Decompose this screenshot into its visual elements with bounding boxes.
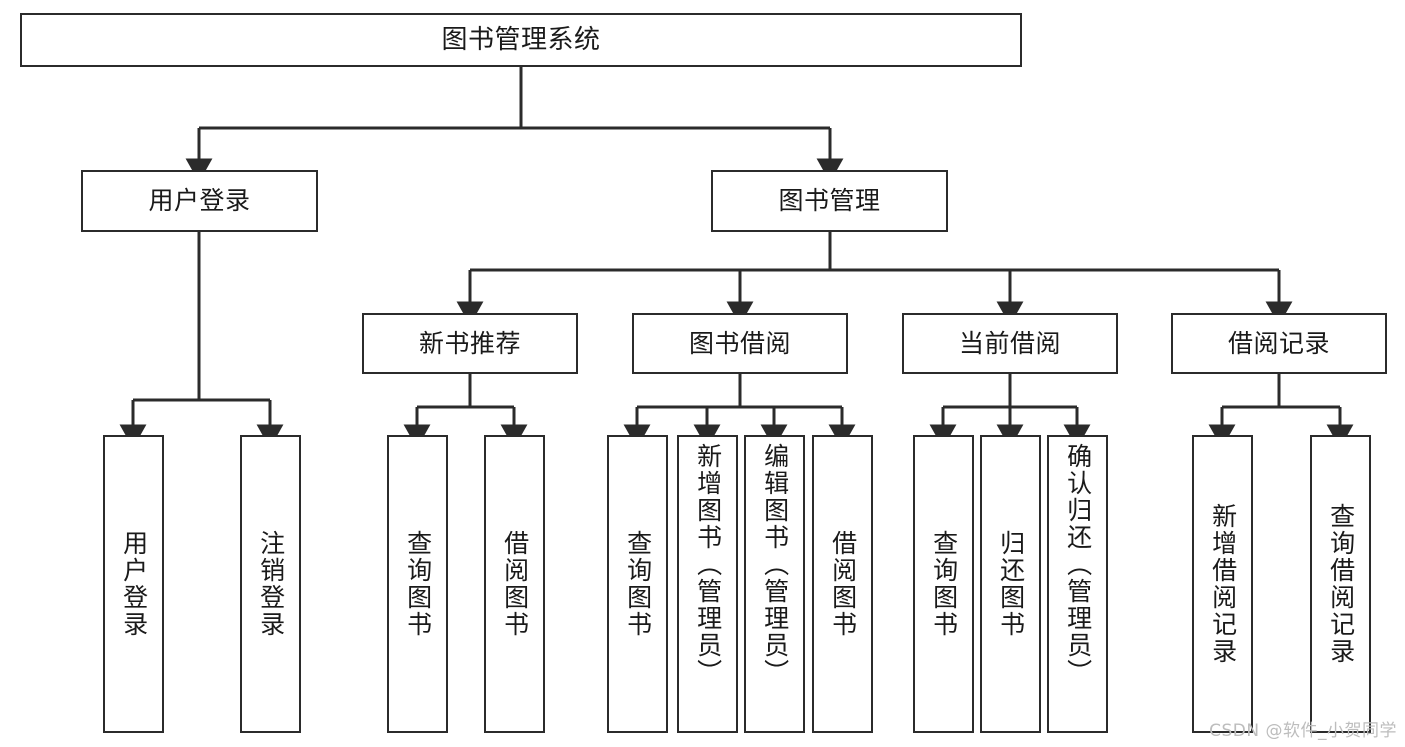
node-label: 借阅记录 xyxy=(1227,328,1330,358)
node-label: 查询图书 xyxy=(929,530,959,638)
leaf-query-book-current[interactable]: 查询图书 xyxy=(913,435,974,733)
node-book-management[interactable]: 图书管理 xyxy=(711,170,948,232)
node-label: 查询图书 xyxy=(403,530,433,638)
node-label: 用户登录 xyxy=(119,530,149,638)
node-label: 新增借阅记录 xyxy=(1208,503,1238,665)
leaf-borrow-book-recommendation[interactable]: 借阅图书 xyxy=(484,435,545,733)
node-label: 新书推荐 xyxy=(418,328,521,358)
leaf-add-book-admin[interactable]: 新增图书（管理员） xyxy=(677,435,738,733)
leaf-logout[interactable]: 注销登录 xyxy=(240,435,301,733)
node-label: 图书管理系统 xyxy=(441,24,601,55)
node-borrowing-record[interactable]: 借阅记录 xyxy=(1171,313,1387,374)
node-label: 新增图书（管理员） xyxy=(693,443,723,686)
node-label: 查询图书 xyxy=(623,530,653,638)
node-user-login[interactable]: 用户登录 xyxy=(81,170,318,232)
node-label: 查询借阅记录 xyxy=(1326,503,1356,665)
node-label: 注销登录 xyxy=(256,530,286,638)
leaf-query-book-borrowing[interactable]: 查询图书 xyxy=(607,435,668,733)
leaf-return-book[interactable]: 归还图书 xyxy=(980,435,1041,733)
node-label: 借阅图书 xyxy=(828,530,858,638)
node-label: 编辑图书（管理员） xyxy=(760,443,790,686)
node-current-borrowing[interactable]: 当前借阅 xyxy=(902,313,1118,374)
node-label: 图书管理 xyxy=(778,186,881,216)
node-label: 确认归还（管理员） xyxy=(1063,443,1093,686)
node-book-borrowing[interactable]: 图书借阅 xyxy=(632,313,848,374)
leaf-query-borrow-record[interactable]: 查询借阅记录 xyxy=(1310,435,1371,733)
leaf-edit-book-admin[interactable]: 编辑图书（管理员） xyxy=(744,435,805,733)
leaf-query-book-recommendation[interactable]: 查询图书 xyxy=(387,435,448,733)
leaf-user-login[interactable]: 用户登录 xyxy=(103,435,164,733)
node-label: 图书借阅 xyxy=(688,328,791,358)
leaf-confirm-return-admin[interactable]: 确认归还（管理员） xyxy=(1047,435,1108,733)
node-label: 用户登录 xyxy=(148,186,251,216)
leaf-borrow-book-borrowing[interactable]: 借阅图书 xyxy=(812,435,873,733)
node-label: 归还图书 xyxy=(996,530,1026,638)
csdn-watermark: CSDN @软件_小贺同学 xyxy=(1209,721,1397,741)
node-label: 借阅图书 xyxy=(500,530,530,638)
node-root-book-management-system[interactable]: 图书管理系统 xyxy=(20,13,1022,67)
leaf-add-borrow-record[interactable]: 新增借阅记录 xyxy=(1192,435,1253,733)
node-new-book-recommendation[interactable]: 新书推荐 xyxy=(362,313,578,374)
node-label: 当前借阅 xyxy=(958,328,1061,358)
